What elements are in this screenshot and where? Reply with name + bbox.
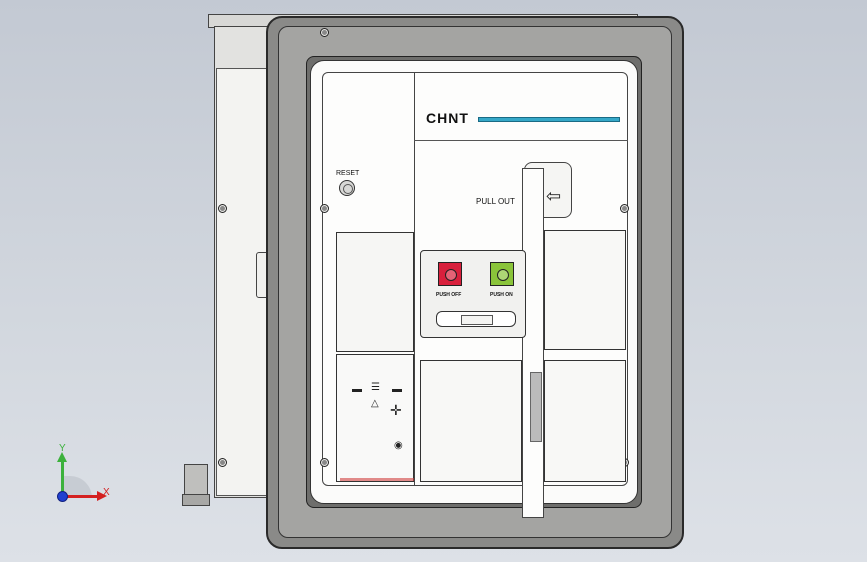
indicator-dot-icon: ◉ — [394, 440, 403, 451]
screw-icon — [218, 458, 227, 467]
reset-knob-icon[interactable] — [339, 180, 355, 196]
triad-quadrant — [62, 476, 92, 498]
triad-icon — [57, 491, 68, 502]
push-on-button[interactable] — [490, 262, 514, 286]
brand-accent-bar — [478, 117, 620, 122]
center-lower-cover — [420, 360, 522, 482]
push-on-label: PUSH ON — [490, 292, 513, 298]
top-divider — [414, 140, 628, 141]
brand-logo: CHNT — [426, 110, 469, 126]
indicator-dash-icon: ▬ — [352, 384, 362, 395]
screw-icon — [320, 28, 329, 37]
x-axis-label: X — [103, 487, 110, 498]
screw-icon — [620, 204, 629, 213]
indicator-dash-icon: ▬ — [392, 384, 402, 395]
reset-label: RESET — [336, 170, 360, 177]
pull-out-label: PULL OUT — [476, 197, 515, 206]
x-arrow-icon — [97, 491, 107, 501]
center-gap — [530, 372, 542, 442]
screw-icon — [320, 204, 329, 213]
left-lower-cover — [336, 354, 414, 482]
side-bolt-head — [182, 494, 210, 506]
indicator-plus-icon: ✛ — [390, 402, 402, 418]
left-upper-cover — [336, 232, 414, 352]
y-axis-label: Y — [59, 443, 66, 454]
pull-out-arrow-icon: ⇦ — [546, 186, 562, 206]
status-indicator-window — [436, 311, 516, 327]
screw-icon — [320, 458, 329, 467]
status-strip — [340, 478, 414, 481]
screw-icon — [218, 204, 227, 213]
push-off-label: PUSH OFF — [436, 292, 462, 298]
y-arrow-icon — [57, 452, 67, 462]
indicator-box-icon: ☰ — [371, 382, 380, 393]
indicator-triangle-icon: △ — [371, 398, 379, 409]
y-axis-line — [61, 460, 64, 496]
racking-handle[interactable] — [522, 168, 544, 518]
push-off-button[interactable] — [438, 262, 462, 286]
right-lower-cover — [544, 360, 626, 482]
right-upper-cover — [544, 230, 626, 350]
x-axis-line — [62, 495, 100, 498]
